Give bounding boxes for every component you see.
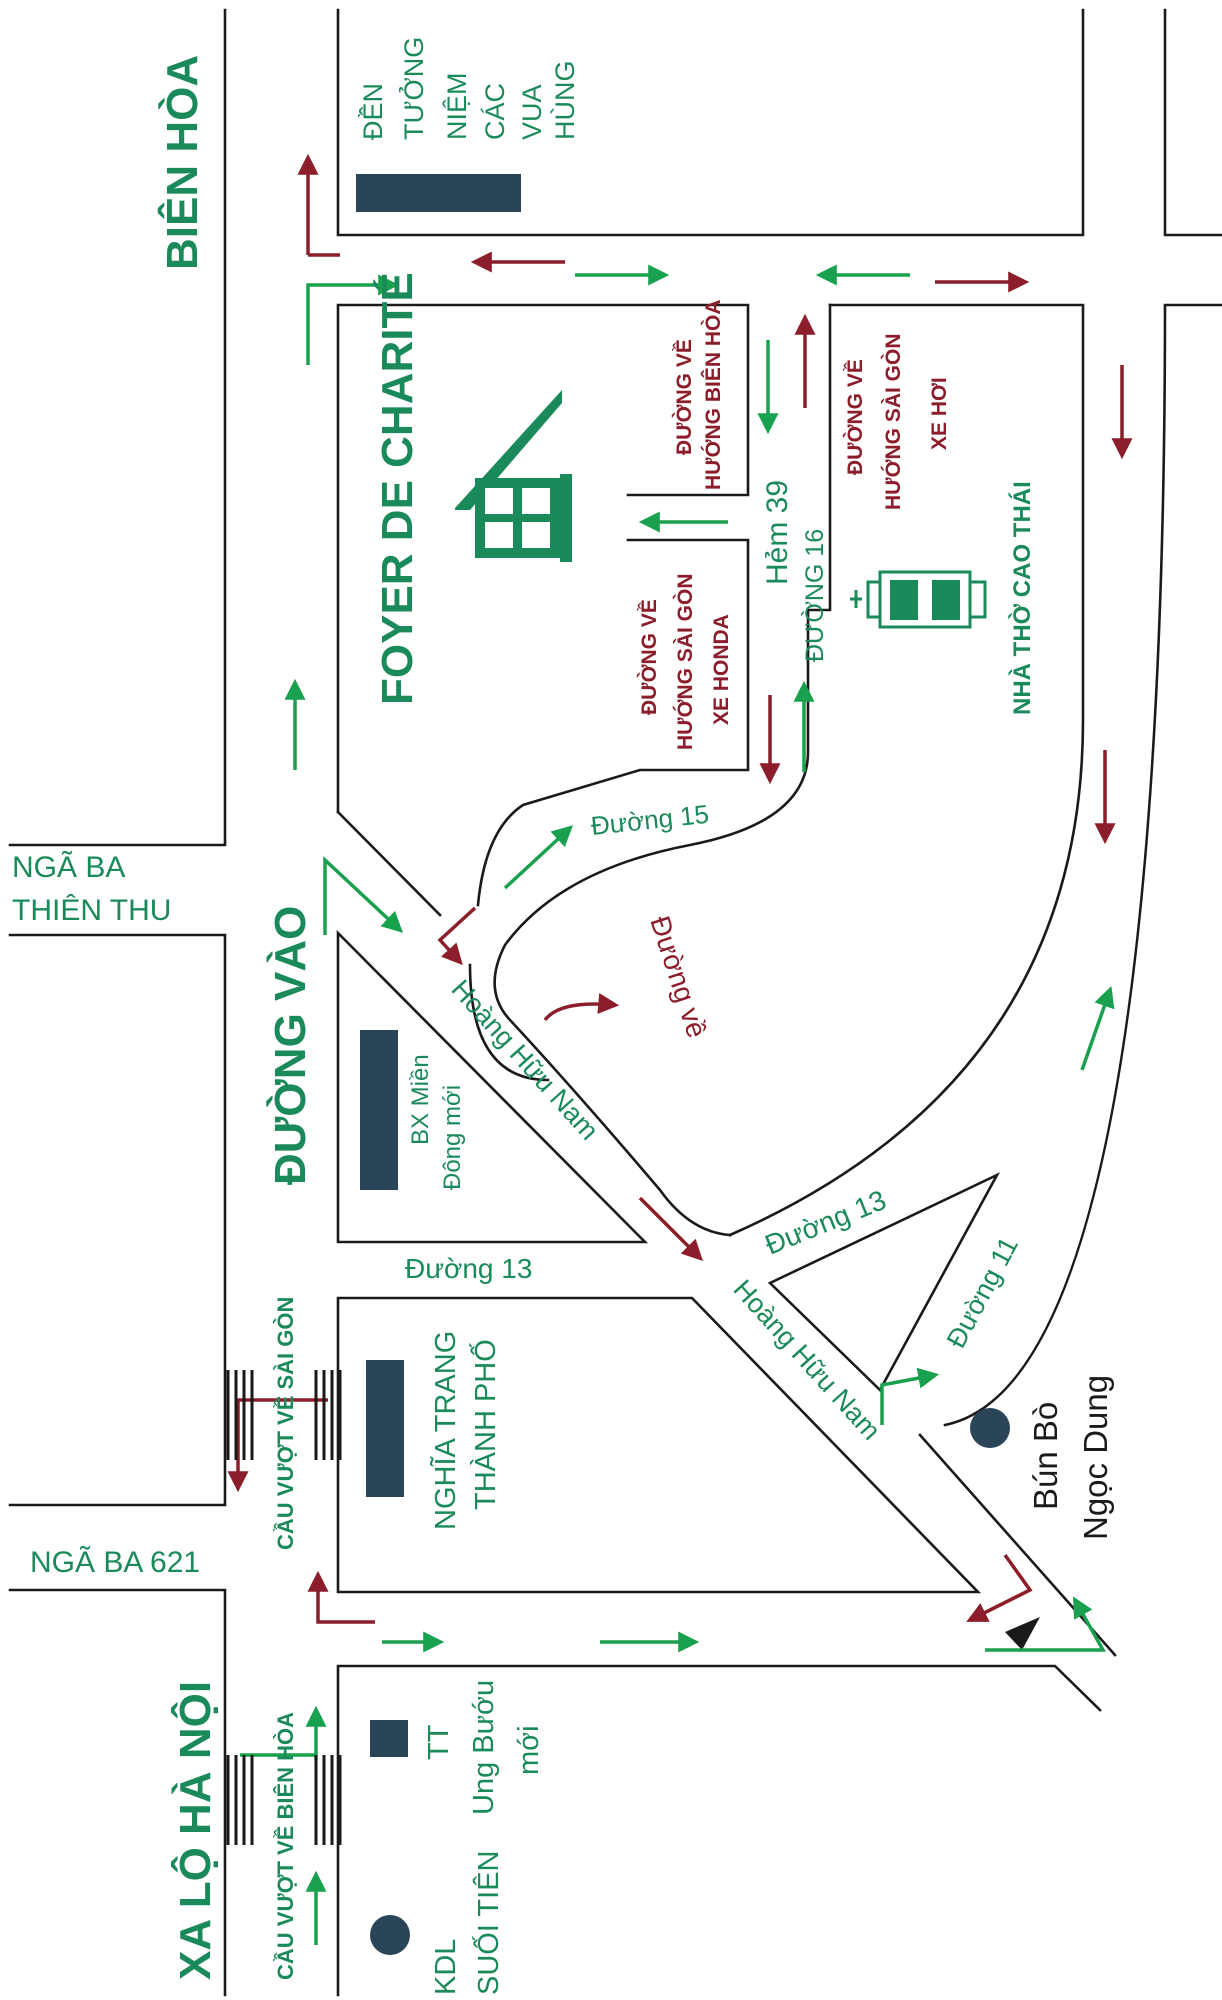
label-duong-ve-sg-xe-hoi: ĐƯỜNG VỀ HƯỚNG SÀI GÒN XE HƠI (843, 333, 951, 510)
label-hem-39: Hẻm 39 (761, 480, 794, 585)
label-duong-15: Đường 15 (589, 799, 710, 841)
den-line-1: ĐỀN (357, 83, 388, 140)
label-foyer: FOYER DE CHARITÉ (372, 272, 422, 705)
label-den-tuong-niem: ĐỀN TƯỞNG NIỆM CÁC VUA HÙNG (357, 37, 580, 140)
bx-line-1: BX Miền (407, 1054, 434, 1145)
kdl-line-1: KDL (430, 1939, 462, 1995)
dvbh-line-1: ĐƯỜNG VỀ (672, 339, 696, 455)
label-duong-13-b: Đường 13 (761, 1184, 891, 1260)
overpass-hatches-bien-hoa (226, 1755, 342, 1845)
label-tt-ung-buou: TT Ung Bướu mới (423, 1680, 545, 1815)
label-bx-mien-dong: BX Miền Đông mới (407, 1054, 466, 1190)
label-nghia-trang: NGHĨA TRANG THÀNH PHỐ (428, 1331, 502, 1530)
direction-arrows (227, 153, 1133, 1945)
tt-line-2: Ung Bướu (468, 1680, 500, 1815)
den-line-4: CÁC (480, 83, 510, 140)
nt-line-2: THÀNH PHỐ (468, 1339, 502, 1510)
label-kdl-suoi-tien: KDL SUỐI TIÊN (430, 1851, 505, 1996)
label-nha-tho-cao-thai: NHÀ THỜ CAO THÁI (1008, 481, 1036, 715)
label-bien-hoa: BIÊN HÒA (157, 55, 207, 270)
den-line-6: HÙNG (549, 61, 580, 141)
dvsgh-line-3: XE HƠI (928, 377, 951, 450)
label-duong-11: Đường 11 (941, 1232, 1024, 1353)
tt-line-3: mới (513, 1725, 545, 1775)
label-duong-ve-bien-hoa: ĐƯỜNG VỀ HƯỚNG BIÊN HÒA (672, 299, 725, 490)
nghia-trang-building (366, 1360, 404, 1497)
kdl-location-marker (370, 1915, 410, 1955)
label-bun-bo: Bún Bò Ngọc Dung (1027, 1375, 1114, 1540)
label-duong-13-a: Đường 13 (405, 1253, 532, 1284)
house-icon (455, 390, 572, 562)
label-xa-lo-ha-noi: XA LỘ HÀ NỘI (169, 1681, 220, 1980)
bunbo-line-1: Bún Bò (1027, 1402, 1064, 1510)
dvsgm-line-2: HƯỚNG SÀI GÒN (673, 573, 697, 750)
label-nga-ba-621: NGÃ BA 621 (30, 1545, 200, 1579)
label-cau-vuot-sai-gon: CẦU VƯỢT VỀ SÀI GÒN (273, 1297, 298, 1550)
kdl-line-2: SUỐI TIÊN (471, 1851, 505, 1996)
bunbo-line-2: Ngọc Dung (1077, 1375, 1114, 1540)
tt-line-1: TT (423, 1724, 455, 1760)
road-lines (8, 8, 1222, 1997)
dvsgm-line-3: XE HONDA (710, 614, 733, 725)
dvbh-line-2: HƯỚNG BIÊN HÒA (701, 299, 725, 490)
location-pin-icon (1005, 1617, 1040, 1650)
building-blocks (356, 174, 1040, 1955)
dvsgm-line-1: ĐƯỜNG VỀ (637, 599, 661, 715)
bx-line-2: Đông mới (439, 1085, 466, 1190)
tt-ung-buou-building (370, 1720, 408, 1757)
church-icon (850, 570, 987, 629)
dvsgh-line-2: HƯỚNG SÀI GÒN (881, 333, 905, 510)
ngabatt-line-1: NGÃ BA (12, 850, 125, 884)
den-tuong-niem-building (356, 174, 521, 212)
den-line-2: TƯỞNG (397, 37, 429, 140)
bx-mien-dong-building (360, 1030, 398, 1190)
den-line-3: NIỆM (441, 73, 472, 141)
label-duong-ve: Đường về (644, 912, 712, 1041)
label-duong-vao: ĐƯỜNG VÀO (265, 906, 315, 1185)
label-duong-ve-sg-xe-honda: ĐƯỜNG VỀ HƯỚNG SÀI GÒN XE HONDA (637, 573, 733, 750)
nt-line-1: NGHĨA TRANG (428, 1331, 462, 1530)
den-line-5: VUA (517, 84, 547, 140)
overpass-hatches-sai-gon (226, 1370, 342, 1460)
label-duong-16: ĐƯỜNG 16 (800, 529, 829, 662)
label-cau-vuot-bien-hoa: CẦU VƯỢT VỀ BIÊN HÒA (273, 1712, 298, 1980)
label-nga-ba-thien-thu: NGÃ BA THIÊN THU (12, 850, 171, 927)
dvsgh-line-1: ĐƯỜNG VỀ (843, 359, 867, 475)
ngabatt-line-2: THIÊN THU (12, 894, 171, 927)
bun-bo-location-marker (970, 1408, 1010, 1448)
